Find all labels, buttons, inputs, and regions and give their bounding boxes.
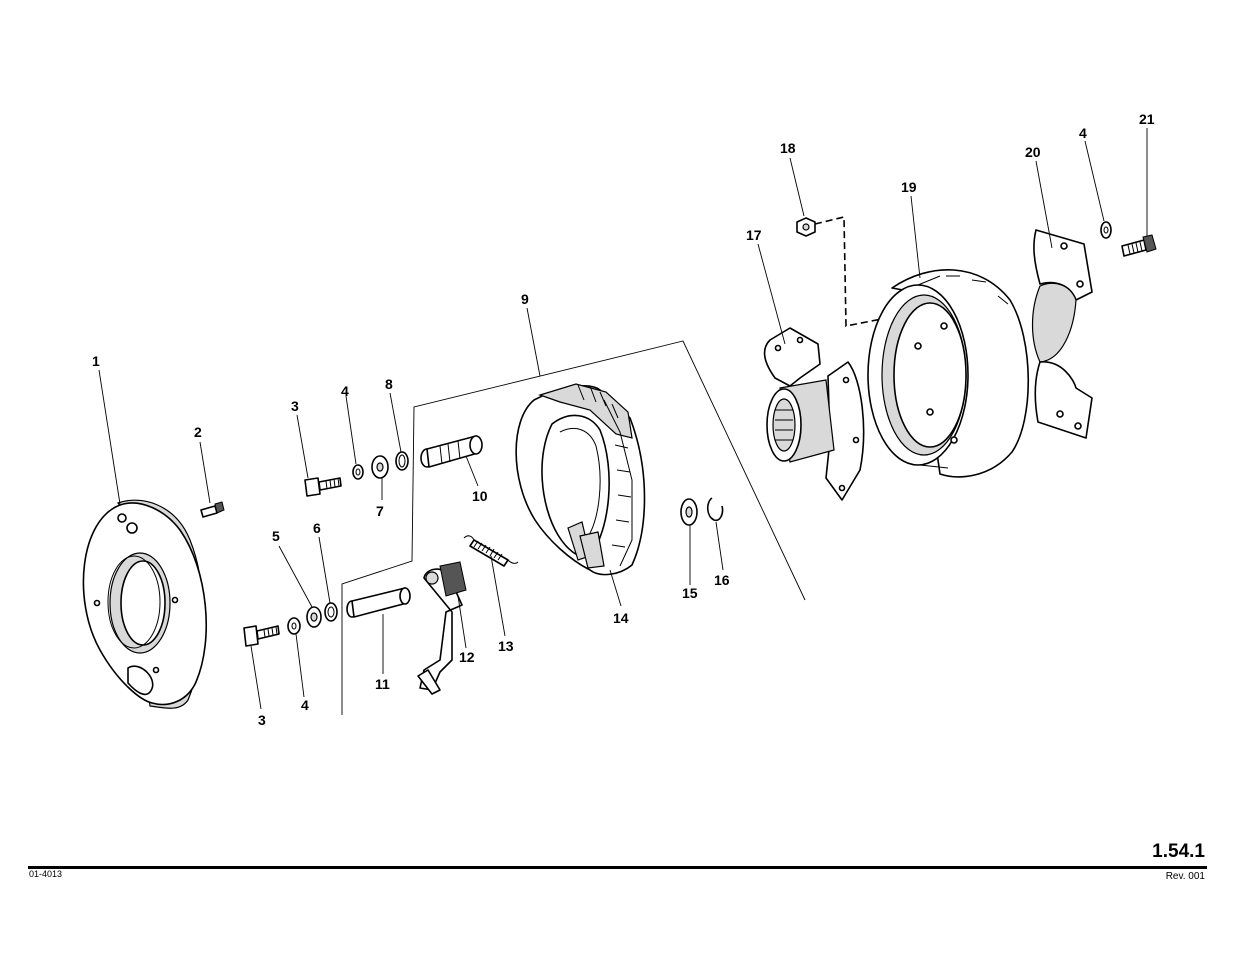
part-4-washer-right bbox=[1084, 140, 1112, 239]
callout-3-lower: 3 bbox=[258, 712, 266, 728]
part-2-bolt bbox=[199, 441, 225, 518]
callout-15: 15 bbox=[682, 585, 698, 601]
callout-8: 8 bbox=[385, 376, 393, 392]
callout-19: 19 bbox=[901, 179, 917, 195]
part-3-hex-bolt-lower bbox=[243, 625, 280, 710]
part-6-ring bbox=[318, 536, 338, 622]
part-19-brake-drum bbox=[867, 195, 1030, 478]
part-4-washer-lower bbox=[287, 617, 305, 698]
callout-16: 16 bbox=[714, 572, 730, 588]
callout-5: 5 bbox=[272, 528, 280, 544]
part-7-nut bbox=[371, 455, 389, 500]
part-8-ring bbox=[389, 392, 409, 471]
callout-1: 1 bbox=[92, 353, 100, 369]
callout-3-upper: 3 bbox=[291, 398, 299, 414]
callout-9: 9 bbox=[521, 291, 529, 307]
part-11-pin bbox=[346, 587, 411, 674]
callout-12: 12 bbox=[459, 649, 475, 665]
part-21-bolt bbox=[1121, 128, 1157, 257]
callout-2: 2 bbox=[194, 424, 202, 440]
part-17-hub-flange bbox=[757, 243, 865, 501]
callout-21: 21 bbox=[1139, 111, 1155, 127]
part-18-nut bbox=[789, 157, 903, 327]
callout-4-lower: 4 bbox=[301, 697, 309, 713]
callout-6: 6 bbox=[313, 520, 321, 536]
callout-10: 10 bbox=[472, 488, 488, 504]
part-3-hex-bolt-upper bbox=[296, 414, 342, 497]
part-14-brake-shoes bbox=[515, 383, 646, 607]
part-20-dust-shield bbox=[1031, 160, 1093, 439]
revision-label: Rev. 001 bbox=[1165, 871, 1205, 882]
part-9-group-bracket bbox=[341, 307, 806, 715]
part-5-nut bbox=[278, 545, 322, 628]
document-code: 01-4013 bbox=[29, 869, 63, 879]
part-12-lever bbox=[417, 561, 467, 695]
callout-4-upper: 4 bbox=[341, 383, 349, 399]
callout-14: 14 bbox=[613, 610, 629, 626]
callout-4-right: 4 bbox=[1079, 125, 1087, 141]
callout-17: 17 bbox=[746, 227, 762, 243]
callout-11: 11 bbox=[375, 676, 390, 692]
part-13-spring bbox=[463, 535, 519, 637]
part-15-washer bbox=[680, 498, 698, 585]
footer-rule bbox=[28, 866, 1207, 869]
page-number: 1.54.1 bbox=[1152, 841, 1205, 862]
callout-7: 7 bbox=[376, 503, 384, 519]
callout-13: 13 bbox=[498, 638, 514, 654]
part-4-washer-upper bbox=[345, 395, 364, 480]
callout-18: 18 bbox=[780, 140, 796, 156]
part-16-circlip bbox=[706, 497, 724, 571]
part-1-backing-plate bbox=[82, 369, 208, 709]
callout-20: 20 bbox=[1025, 144, 1041, 160]
part-10-cam-shaft bbox=[420, 435, 483, 487]
